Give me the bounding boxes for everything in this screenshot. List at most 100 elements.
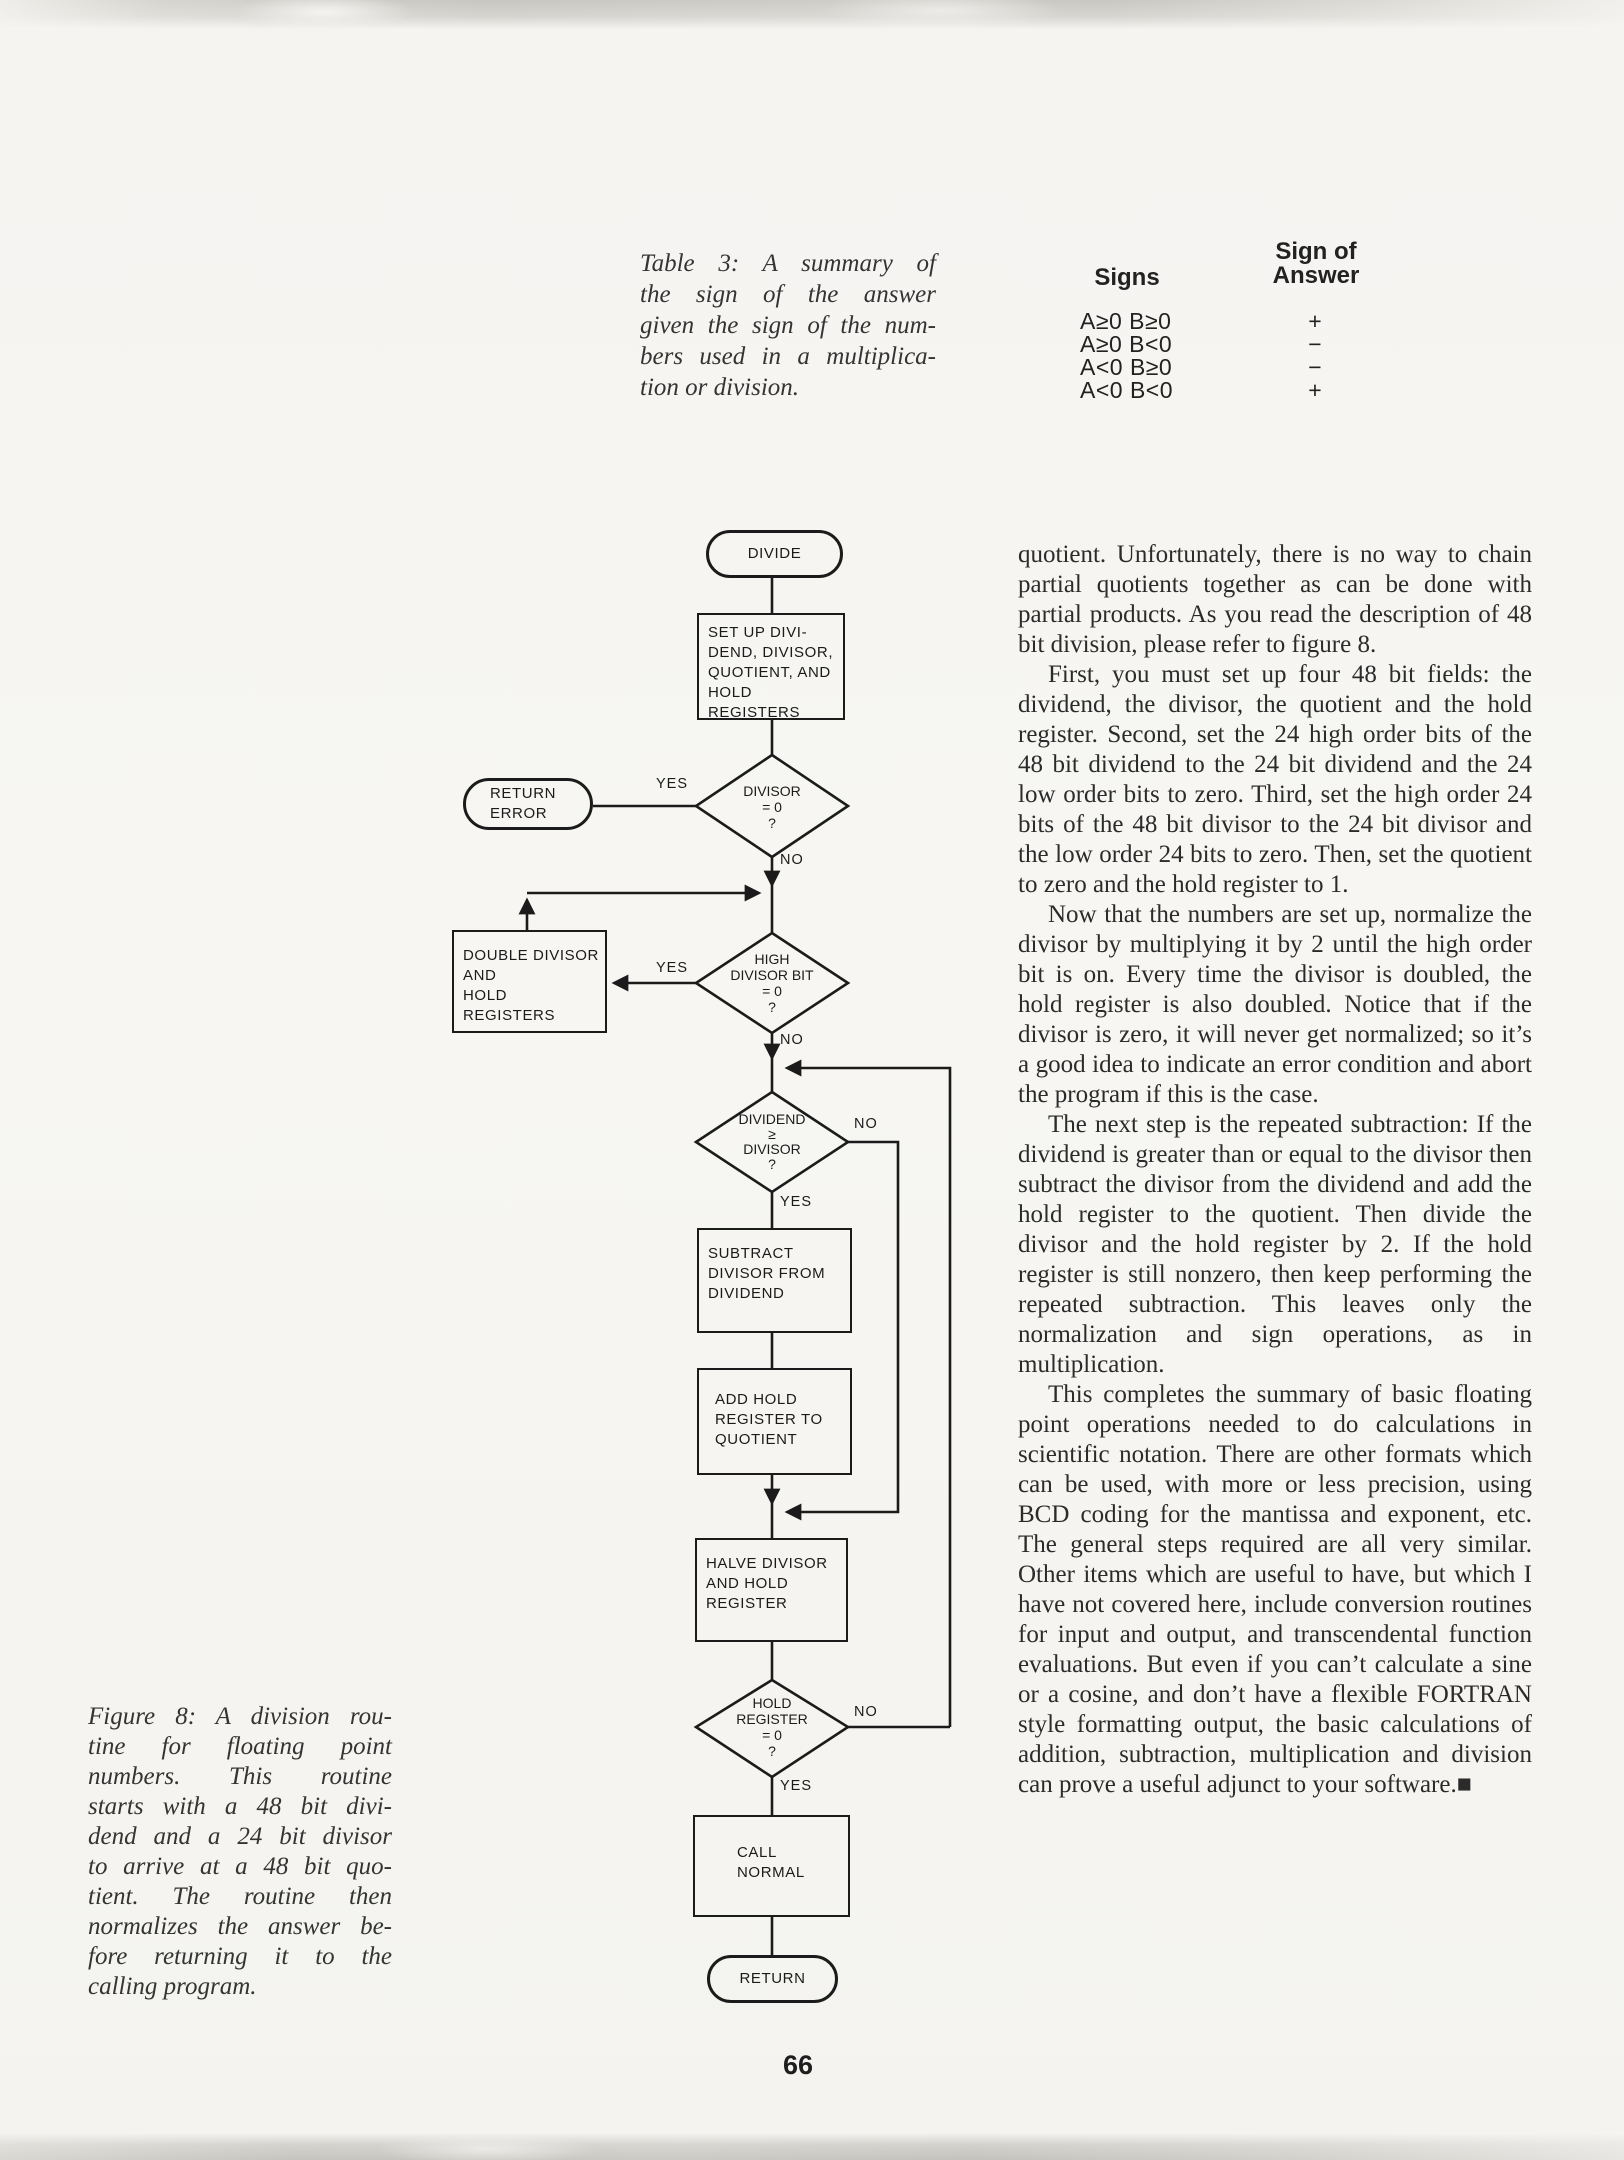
halve-divisor-box: HALVE DIVISOR AND HOLD REGISTER bbox=[695, 1538, 848, 1642]
node-line: REGISTER TO bbox=[715, 1411, 823, 1428]
figure8-flowchart: DIVIDE SET UP DIVI- DEND, DIVISOR, QUOTI… bbox=[440, 520, 1000, 2020]
return-terminal: RETURN bbox=[707, 1955, 838, 2003]
node-line: RETURN bbox=[490, 785, 557, 802]
no-branch-label: NO bbox=[854, 1116, 878, 1132]
scan-artifact-top bbox=[0, 0, 1624, 30]
node-line: HALVE DIVISOR bbox=[706, 1555, 828, 1572]
caption-line: normalizes the answer be- bbox=[88, 1913, 392, 1940]
node-line: DIVIDEND bbox=[708, 1285, 785, 1302]
hold-zero-diamond bbox=[693, 1678, 851, 1779]
flowchart-connectors bbox=[518, 578, 952, 1955]
node-line: REGISTER bbox=[736, 1711, 808, 1727]
node-line: = 0 bbox=[762, 1727, 782, 1743]
caption-line: bers used in a multiplica- bbox=[640, 343, 936, 370]
yes-branch-label: YES bbox=[656, 776, 689, 792]
node-line: = 0 bbox=[762, 799, 782, 815]
node-line: ? bbox=[768, 1743, 776, 1759]
article-paragraph: The next step is the repeated subtractio… bbox=[1018, 1111, 1532, 1378]
node-line: DIVISOR BIT bbox=[730, 967, 814, 983]
caption-line: calling program. bbox=[88, 1973, 257, 2000]
article-paragraph: Now that the numbers are set up, normali… bbox=[1018, 901, 1532, 1108]
double-divisor-box: DOUBLE DIVISOR AND HOLD REGISTERS bbox=[452, 930, 607, 1033]
node-line: ADD HOLD bbox=[715, 1391, 798, 1408]
caption-line: to arrive at a 48 bit quo- bbox=[88, 1853, 392, 1880]
table3-header-signs: Signs bbox=[1094, 264, 1160, 291]
node-line: HOLD REGISTERS bbox=[708, 684, 801, 721]
caption-line: the sign of the answer bbox=[640, 281, 936, 308]
node-line: = 0 bbox=[762, 983, 782, 999]
yes-branch-label: YES bbox=[780, 1194, 813, 1210]
node-line: ? bbox=[768, 815, 776, 831]
setup-registers-box: SET UP DIVI- DEND, DIVISOR, QUOTIENT, AN… bbox=[697, 613, 845, 721]
answer-cell: − bbox=[1308, 354, 1322, 380]
caption-line: numbers. This routine bbox=[88, 1763, 392, 1790]
node-line: DIVISOR bbox=[743, 1141, 801, 1157]
subtract-divisor-box: SUBTRACT DIVISOR FROM DIVIDEND bbox=[697, 1228, 852, 1333]
caption-line: tine for floating point bbox=[88, 1733, 392, 1760]
caption-line: fore returning it to the bbox=[88, 1943, 392, 1970]
article-paragraph: First, you must set up four 48 bit field… bbox=[1018, 661, 1532, 898]
node-line: NORMAL bbox=[737, 1864, 805, 1881]
node-line: AND HOLD bbox=[706, 1575, 789, 1592]
page-number: 66 bbox=[782, 2050, 814, 2080]
no-branch-label: NO bbox=[854, 1704, 878, 1720]
table3-header-answer-line: Sign of bbox=[1275, 238, 1357, 265]
node-line: DIVIDEND bbox=[738, 1111, 806, 1127]
node-label: RETURN bbox=[739, 1970, 806, 1987]
article-column: quotient. Unfortunately, there is no way… bbox=[1018, 540, 1532, 1800]
node-line: ERROR bbox=[490, 805, 548, 822]
node-line: DEND, DIVISOR, bbox=[708, 644, 834, 661]
divide-terminal: DIVIDE bbox=[706, 530, 843, 578]
node-line: HOLD bbox=[752, 1695, 792, 1711]
node-line: CALL bbox=[737, 1844, 777, 1861]
node-line: ≥ bbox=[768, 1126, 776, 1142]
table3-header-answer: Sign of Answer bbox=[1258, 240, 1374, 288]
no-branch-label: NO bbox=[780, 1032, 804, 1048]
add-hold-box: ADD HOLD REGISTER TO QUOTIENT bbox=[697, 1368, 852, 1475]
caption-line: starts with a 48 bit divi- bbox=[88, 1793, 392, 1820]
hold-zero-label: HOLD REGISTER = 0 ? bbox=[692, 1695, 852, 1759]
signs-cell: A<0 B≥0 bbox=[1080, 354, 1173, 380]
table3-rows: A≥0 B≥0 + A≥0 B<0 − A<0 B≥0 − A<0 B<0 + bbox=[1080, 310, 1400, 402]
node-line: DIVISOR bbox=[743, 783, 801, 799]
node-line: REGISTER bbox=[706, 1595, 788, 1612]
caption-line: given the sign of the num- bbox=[640, 312, 936, 339]
node-line: HIGH bbox=[754, 951, 790, 967]
dividend-ge-label: DIVIDEND ≥ DIVISOR ? bbox=[692, 1112, 852, 1172]
scan-artifact-bottom bbox=[0, 2132, 1624, 2160]
dividend-ge-diamond bbox=[693, 1090, 851, 1194]
answer-cell: + bbox=[1308, 308, 1322, 334]
high-bit-diamond bbox=[693, 931, 851, 1035]
table-row: A<0 B≥0 − bbox=[1080, 356, 1400, 379]
return-error-terminal: RETURN ERROR bbox=[463, 778, 593, 830]
node-label: DIVIDE bbox=[747, 545, 802, 562]
node-line: ? bbox=[768, 999, 776, 1015]
signs-cell: A≥0 B≥0 bbox=[1080, 308, 1172, 334]
yes-branch-label: YES bbox=[780, 1778, 813, 1794]
yes-branch-label: YES bbox=[656, 960, 689, 976]
article-paragraph: This completes the summary of basic floa… bbox=[1018, 1381, 1532, 1798]
article-paragraph: quotient. Unfortunately, there is no way… bbox=[1018, 541, 1532, 658]
divisor-zero-label: DIVISOR = 0 ? bbox=[692, 783, 852, 831]
caption-line: tion or division. bbox=[640, 374, 800, 401]
node-line: QUOTIENT bbox=[715, 1431, 798, 1448]
caption-line: Figure 8: A division rou- bbox=[88, 1703, 392, 1730]
node-line: HOLD REGISTERS bbox=[463, 987, 556, 1024]
table-row: A≥0 B≥0 + bbox=[1080, 310, 1400, 333]
no-branch-label: NO bbox=[780, 852, 804, 868]
table-row: A≥0 B<0 − bbox=[1080, 333, 1400, 356]
node-line: QUOTIENT, AND bbox=[708, 664, 831, 681]
signs-cell: A<0 B<0 bbox=[1080, 377, 1174, 403]
node-line: AND bbox=[463, 967, 497, 984]
table-row: A<0 B<0 + bbox=[1080, 379, 1400, 402]
high-bit-label: HIGH DIVISOR BIT = 0 ? bbox=[692, 951, 852, 1015]
node-line: SUBTRACT bbox=[708, 1245, 794, 1262]
answer-cell: + bbox=[1308, 377, 1322, 403]
answer-cell: − bbox=[1308, 331, 1322, 357]
caption-line: dend and a 24 bit divisor bbox=[88, 1823, 392, 1850]
caption-line: tient. The routine then bbox=[88, 1883, 392, 1910]
node-line: ? bbox=[768, 1156, 776, 1172]
node-line: DOUBLE DIVISOR bbox=[463, 947, 599, 964]
node-line: DIVISOR FROM bbox=[708, 1265, 826, 1282]
